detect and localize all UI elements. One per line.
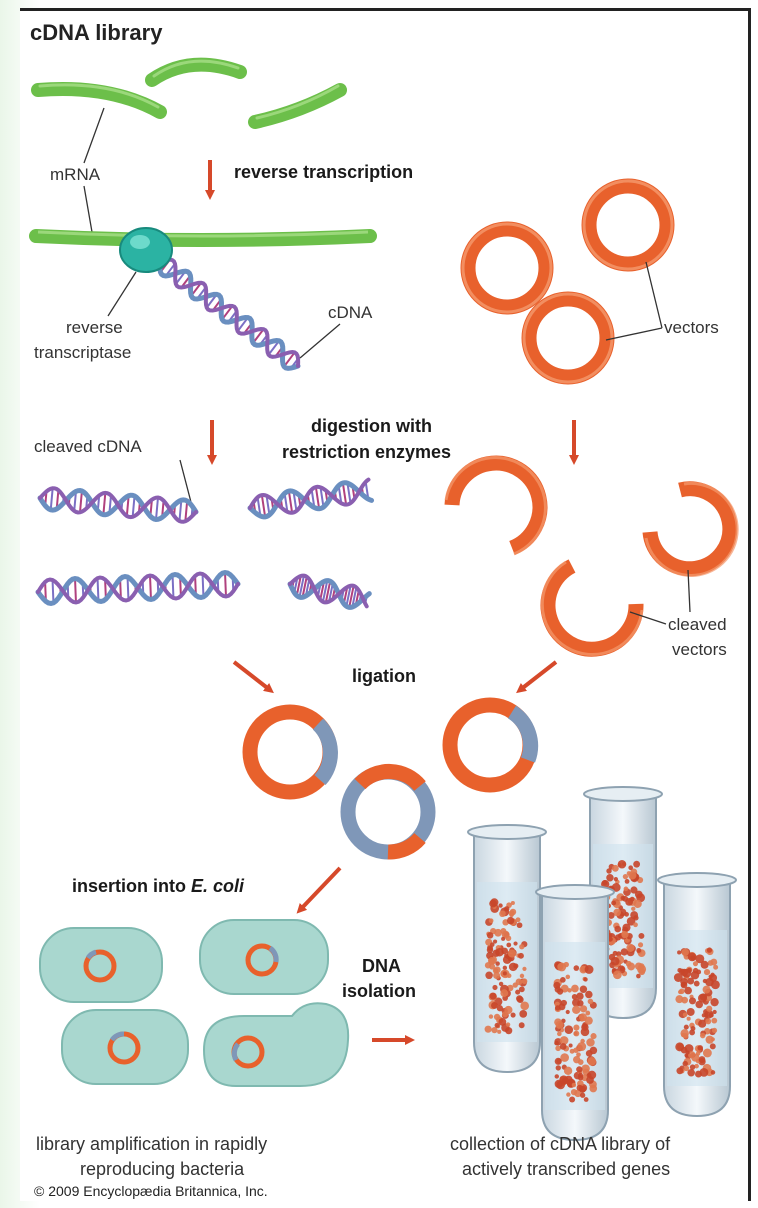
bacteria [40,920,348,1086]
step-dna-isolation-line2: isolation [342,981,416,1001]
mrna-strands [38,65,340,122]
cdna-helix [160,260,298,369]
cdna-fragment [40,488,196,522]
test-tube [468,825,546,1072]
reverse-transcriptase-label-line2: transcriptase [34,343,131,362]
cdna-fragment [250,480,372,517]
cleaved-vectors-label-line2: vectors [672,640,727,659]
arrow-ligation-right [520,662,556,690]
cdna-label: cDNA [328,303,373,322]
step-insertion-prefix: insertion into [72,876,191,896]
cleaved-vector-arc [650,489,730,569]
bacterium [62,1010,188,1084]
arrow-ligation-left [234,662,270,690]
cleaved-vectors-label-line1: cleaved [668,615,727,634]
reverse-transcriptase-enzyme [120,228,172,272]
bacterium [40,928,162,1002]
test-tube [658,873,736,1116]
copyright-notice: © 2009 Encyclopædia Britannica, Inc. [34,1183,268,1199]
diagram-title: cDNA library [30,20,163,45]
cdna-fragment [290,576,369,608]
step-digestion-line1: digestion with [311,416,432,436]
step-insertion-organism: E. coli [191,876,245,896]
cleaved-vector-arc [452,463,540,548]
step-digestion-line2: restriction enzymes [282,442,451,462]
caption-collection-line2: actively transcribed genes [462,1159,670,1179]
cdna-helix-strand [160,260,298,369]
step-dna-isolation-line1: DNA [362,956,401,976]
vectors-leader [606,262,662,340]
vector-ring [468,229,546,307]
cdna-fragment [38,573,238,604]
cleaved-cdna-fragments [38,480,372,608]
test-tubes [468,787,736,1140]
vectors [468,186,667,377]
vectors-label: vectors [664,318,719,337]
cleaved-cdna-label: cleaved cDNA [34,437,142,456]
caption-amplification-line1: library amplification in rapidly [36,1134,267,1154]
test-tube [536,885,614,1140]
mrna-label: mRNA [50,165,101,184]
step-insertion: insertion into E. coli [72,876,245,896]
vector-ring [529,299,607,377]
step-ligation: ligation [352,666,416,686]
step-reverse-transcription: reverse transcription [234,162,413,182]
vector-ring [589,186,667,264]
reverse-transcriptase-leader [108,272,136,316]
cleaved-vector-arc [548,566,636,649]
bacterium [200,920,328,994]
caption-amplification-line2: reproducing bacteria [80,1159,245,1179]
bacterium [204,1003,348,1086]
caption-collection-line1: collection of cDNA library of [450,1134,671,1154]
cdna-leader [300,324,340,358]
reverse-transcriptase-label-line1: reverse [66,318,123,337]
mrna-strand-middle [152,65,240,80]
arrow-insertion [300,868,340,910]
